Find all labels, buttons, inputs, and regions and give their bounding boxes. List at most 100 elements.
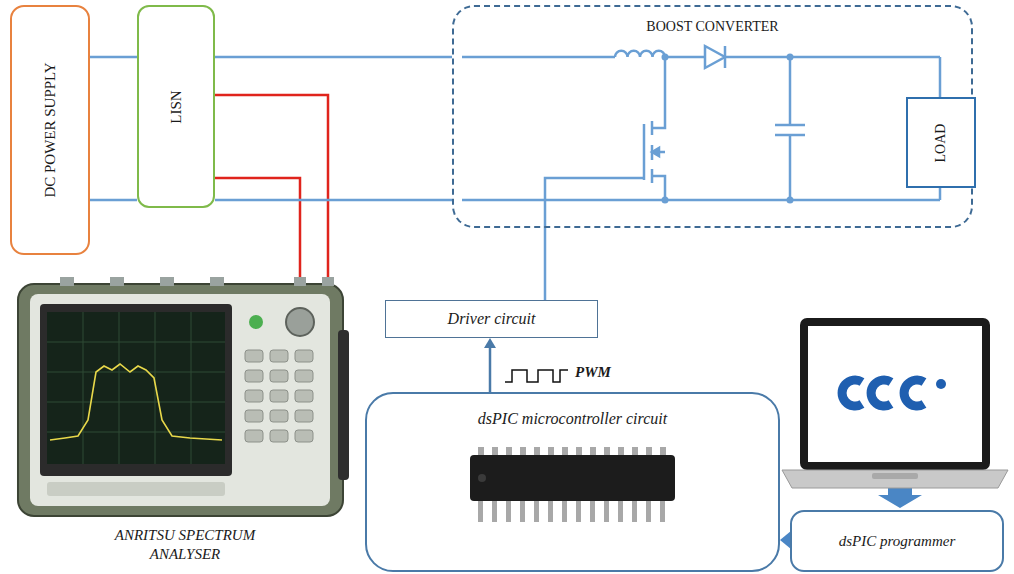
lisn-box: LISN xyxy=(137,5,215,208)
dspic-chip-part-part xyxy=(618,500,623,522)
circuit-wires-part xyxy=(789,57,792,125)
diode-symbol xyxy=(705,46,725,68)
laptop-part xyxy=(782,470,1008,488)
spectrum-analyser-part-part xyxy=(270,410,288,422)
spectrum-analyser-part xyxy=(18,284,343,516)
laptop xyxy=(782,318,1008,508)
dspic-chip-part-part xyxy=(506,500,511,522)
dspic-chip-part-part xyxy=(548,500,553,522)
node-text: LOAD xyxy=(933,123,949,162)
connector xyxy=(939,57,942,97)
ccs-logo xyxy=(842,380,924,406)
laptop-part xyxy=(872,473,918,479)
diode-symbol-part xyxy=(724,46,727,68)
microcontroller-box: dsPIC microcontroller circuit xyxy=(365,392,780,572)
circuit-wires-part xyxy=(789,135,792,200)
signal-name: PWM xyxy=(575,364,611,381)
arrow-head xyxy=(484,338,496,348)
spectrum-analyser-part-part xyxy=(270,390,288,402)
dspic-chip-part-part xyxy=(576,500,581,522)
connector xyxy=(544,228,547,300)
dspic-chip-part-part xyxy=(492,500,497,522)
converter-group: BOOST CONVERTER xyxy=(452,5,973,228)
programmer-box: dsPIC programmer xyxy=(790,510,1004,572)
driver-box: Driver circuit xyxy=(385,300,598,338)
spectrum-analyser-part xyxy=(160,277,174,286)
spectrum-analyser-part-part xyxy=(270,370,288,382)
laptop-part xyxy=(800,318,990,470)
ccs-logo-part xyxy=(904,380,924,406)
node-text: DC POWER SUPPLY xyxy=(42,62,59,197)
node-text: LISN xyxy=(168,90,185,123)
dspic-chip-part-part xyxy=(478,500,483,522)
spectrum-analyser-part xyxy=(249,315,263,329)
pwm-waveform-part xyxy=(505,370,568,382)
spectrum-analyser-part xyxy=(110,277,124,286)
spectrum-analyser-part-part xyxy=(191,312,192,464)
node-text: dsPIC microcontroller circuit xyxy=(367,410,778,428)
dspic-chip-part-part xyxy=(534,447,540,456)
connector xyxy=(90,199,137,202)
dspic-chip xyxy=(470,447,675,522)
measurement-leads-part xyxy=(215,178,300,282)
dspic-chip-part-part xyxy=(646,447,652,456)
dspic-chip-part-part xyxy=(646,500,651,522)
dspic-chip-part-part xyxy=(632,447,638,456)
spectrum-analyser-part-part xyxy=(270,350,288,362)
dspic-chip-part-part xyxy=(604,500,609,522)
circuit-wires-part xyxy=(725,56,940,59)
connector xyxy=(939,188,942,200)
dspic-chip-part-part xyxy=(576,447,582,456)
spectrum-analyser xyxy=(18,277,349,516)
power-supply-box: DC POWER SUPPLY xyxy=(10,5,90,255)
ccs-logo-part xyxy=(871,380,891,406)
spectrum-analyser-part xyxy=(60,277,74,286)
circuit-wires-part xyxy=(462,199,940,202)
dspic-chip-part-part xyxy=(520,447,526,456)
spectrum-analyser-part-part xyxy=(295,410,313,422)
dspic-chip-part-part xyxy=(534,500,539,522)
spectrum-analyser-part xyxy=(294,277,306,286)
dspic-chip-part-part xyxy=(478,447,484,456)
spectrum-analyser-part xyxy=(322,277,334,286)
laptop-part xyxy=(808,326,982,462)
spectrum-analyser-part xyxy=(338,330,349,480)
spectrum-analyser-part-part xyxy=(295,390,313,402)
dspic-chip-part-part xyxy=(590,447,596,456)
capacitor-symbol-part xyxy=(775,134,805,137)
capacitor-symbol-part xyxy=(775,124,805,127)
spectrum-analyser-part-part xyxy=(270,430,288,442)
dspic-chip-part-part xyxy=(618,447,624,456)
measurement-leads-part xyxy=(215,95,328,282)
mosfet-symbol-part xyxy=(651,121,654,135)
dspic-chip-part xyxy=(478,474,486,482)
mosfet-symbol-part xyxy=(651,169,654,183)
junction-dots xyxy=(662,54,794,204)
spectrum-analyser-part-part xyxy=(119,312,120,464)
download-arrow xyxy=(878,486,922,508)
spectrum-analyser-part xyxy=(47,312,225,464)
connector xyxy=(489,347,492,392)
dspic-chip-part-part xyxy=(632,500,637,522)
dspic-chip-part-part xyxy=(506,447,512,456)
spectrum-analyser-part-part xyxy=(245,430,263,442)
inductor-symbol xyxy=(615,51,665,57)
junction-dots-part xyxy=(787,54,794,61)
junction-dots-part xyxy=(787,197,794,204)
junction-dots-part xyxy=(662,197,669,204)
source-lead xyxy=(652,176,665,200)
spectrum-analyser-part xyxy=(47,482,225,496)
circuit-wires-part xyxy=(462,56,615,59)
diode-symbol-part xyxy=(705,46,725,68)
capacitor-symbol xyxy=(775,125,805,135)
spectrum-analyser-part xyxy=(286,308,314,336)
laptop-part xyxy=(936,379,946,389)
spectrum-analyser-part-part xyxy=(47,372,225,373)
junction-dots-part xyxy=(662,54,669,61)
spectrum-analyser-part-part xyxy=(47,432,225,433)
connector xyxy=(215,56,452,59)
instrument-label: ANRITSU SPECTRUM ANALYSER xyxy=(90,526,280,564)
